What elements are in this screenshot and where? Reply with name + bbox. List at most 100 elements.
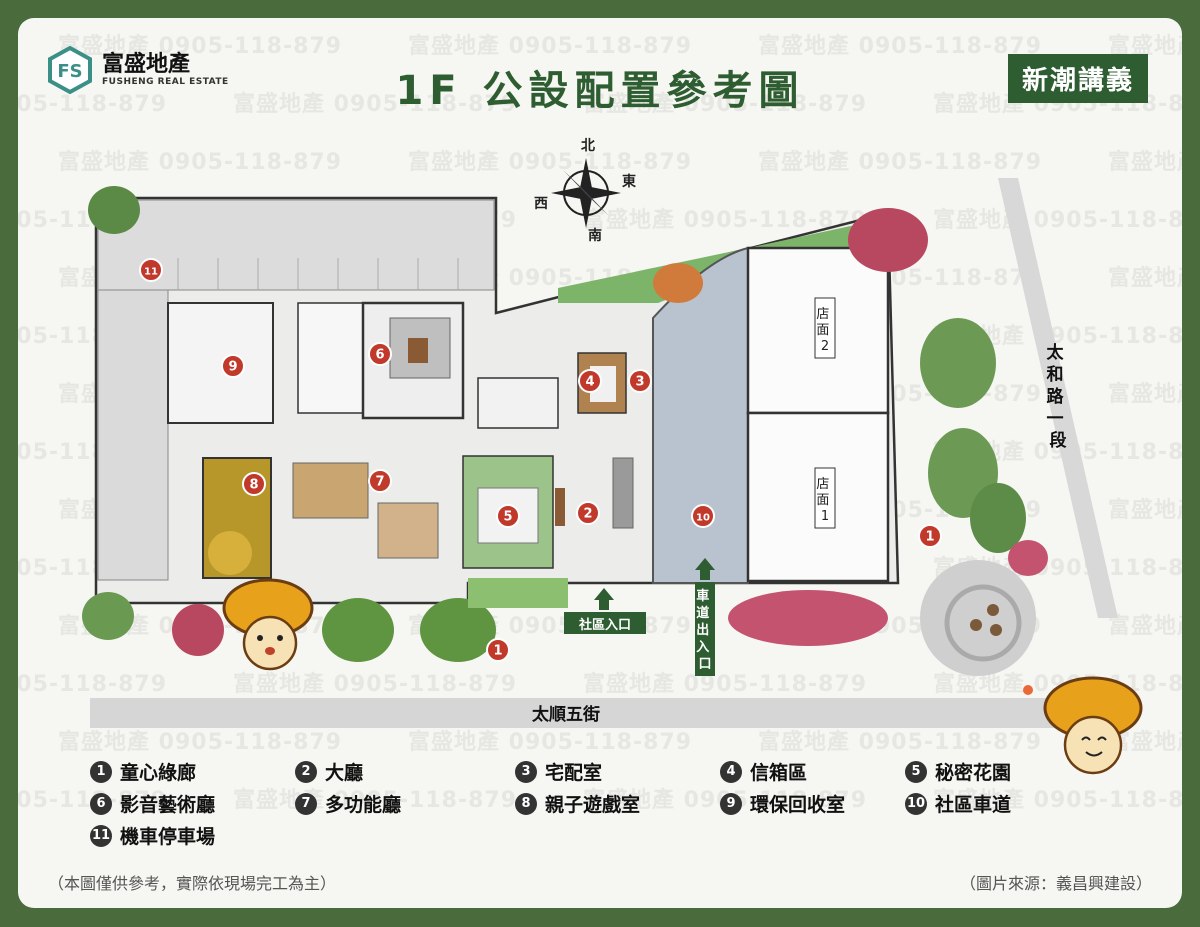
project-name-badge: 新潮講義 [1007,54,1148,103]
marker-9: 9 [221,354,245,378]
watermark-text: 富盛地產 0905-118-879 [408,150,692,175]
brand-mark-icon: FS [48,46,92,94]
legend-label: 社區車道 [935,794,1012,816]
west-parking-strip [97,289,169,581]
driveway-char-3: 出 [696,622,709,638]
watermark-text: 富盛地產 0905-118-879 [1108,266,1182,291]
marker-circle [691,504,715,528]
marker-circle [576,501,600,525]
street-right-char-1: 太 [1047,342,1065,363]
garden-strip-south [468,578,568,608]
marker-number: 3 [635,375,644,390]
community-entrance-text: 社區入口 [578,617,631,633]
legend-item: 7 多功能廳 [295,790,401,817]
watermark-text: 富盛地產 0905-118-879 [758,34,1042,59]
legend-number: 7 [295,792,317,815]
legend-label: 大廳 [325,762,364,784]
tree-south-1 [322,598,394,662]
marker-10: 10 [691,504,715,528]
marker-circle [368,469,392,493]
street-right-char-2: 和 [1047,365,1064,385]
legend-number: 1 [90,760,112,783]
marker-11: 11 [139,258,163,282]
legend-label: 宅配室 [545,762,603,784]
driveway-char-2: 道 [696,605,709,621]
marker-number: 7 [375,475,384,490]
compass-south: 南 [588,227,602,244]
planter-tree-1 [920,318,996,408]
poster-card: 富盛地產 0905-118-879 富盛地產 0905-118-879 富盛地產 0… [18,18,1182,908]
marker-number: 1 [493,644,502,659]
stool-3 [990,624,1002,636]
shop-2-char-1: 店 [816,307,829,322]
marker-5: 5 [496,504,520,528]
legend-number: 10 [905,792,927,815]
stool-2 [987,604,999,616]
marker-number: 11 [144,267,158,278]
shop-2-label-box [814,297,836,359]
watermark-text: 富盛地產 0905-118-879 [233,92,517,117]
marker-4: 4 [578,369,602,393]
marker-1: 1 [486,638,510,662]
marker-8: 8 [242,472,266,496]
legend-number: 9 [720,792,742,815]
driveway-char-5: 口 [698,657,711,672]
community-entrance-sign: 社區入口 [564,588,646,634]
legend-label: 親子遊戲室 [545,794,641,816]
shop-1-label-box [814,467,836,529]
brand-name-en: FUSHENG REAL ESTATE [102,77,229,87]
marker-1: 1 [918,524,942,548]
marker-circle [628,369,652,393]
shrub-pink-2 [1008,540,1048,576]
marker-number: 2 [583,507,592,522]
street-right-char-3: 路 [1047,386,1065,407]
plaza-circle-inner [944,584,1022,662]
shop-1-char-3: 1 [821,509,829,524]
driveway-char-4: 入 [696,640,709,655]
legend-number: 5 [905,760,927,783]
marker-circle [368,342,392,366]
driveway-char-1: 車 [696,588,709,604]
tree-south-2 [420,598,496,662]
floor-plan: 北 東 西 南 店 面 2 店 面 1 社區入口 車 [82,138,1143,775]
mushroom-mascot-right [1023,676,1143,775]
room-restroom [297,302,364,414]
footer-source: （圖片來源：義昌興建設） [959,874,1152,893]
watermark-text: 富盛地產 0905-118-879 [933,208,1182,233]
legend-label: 環保回收室 [750,794,846,816]
street-bottom-label: 太順五街 [532,704,600,725]
marker-circle [139,258,163,282]
legend-label: 信箱區 [750,762,808,784]
legend-item: 1 童心綠廊 [90,758,196,785]
watermark-text: 富盛地產 0905-118-879 [583,208,867,233]
motor-parking-area [97,199,495,291]
watermark-text: 富盛地產 0905-118-879 [18,672,167,697]
legend-label: 多功能廳 [325,794,402,816]
legend-number: 2 [295,760,317,783]
marker-number: 5 [503,510,512,525]
street-band-right [998,178,1118,618]
shrub-pink-1 [172,604,224,656]
legend-label: 童心綠廊 [120,762,197,784]
compass-north: 北 [581,138,595,154]
legend-number: 8 [515,792,537,815]
watermark-text: 富盛地產 0905-118-879 [18,92,167,117]
compass-rose: 北 東 西 南 [534,138,636,244]
svg-text:FS: FS [57,61,82,82]
watermark-text: 富盛地產 0905-118-879 [583,672,867,697]
marker-circle [496,504,520,528]
marker-circle [578,369,602,393]
stool-1 [970,619,982,631]
lobby-bench [555,488,565,526]
watermark-text: 富盛地產 0905-118-879 [58,730,342,755]
shop-2-char-3: 2 [821,339,829,354]
legend-label: 影音藝術廳 [120,794,216,816]
marker-circle [242,472,266,496]
page-title: 1F 公設配置參考圖 [395,68,805,114]
elevator-block [477,377,559,429]
flower-bed-east [728,590,888,646]
driveway-entrance-text: 車 道 出 入 口 [696,588,714,672]
